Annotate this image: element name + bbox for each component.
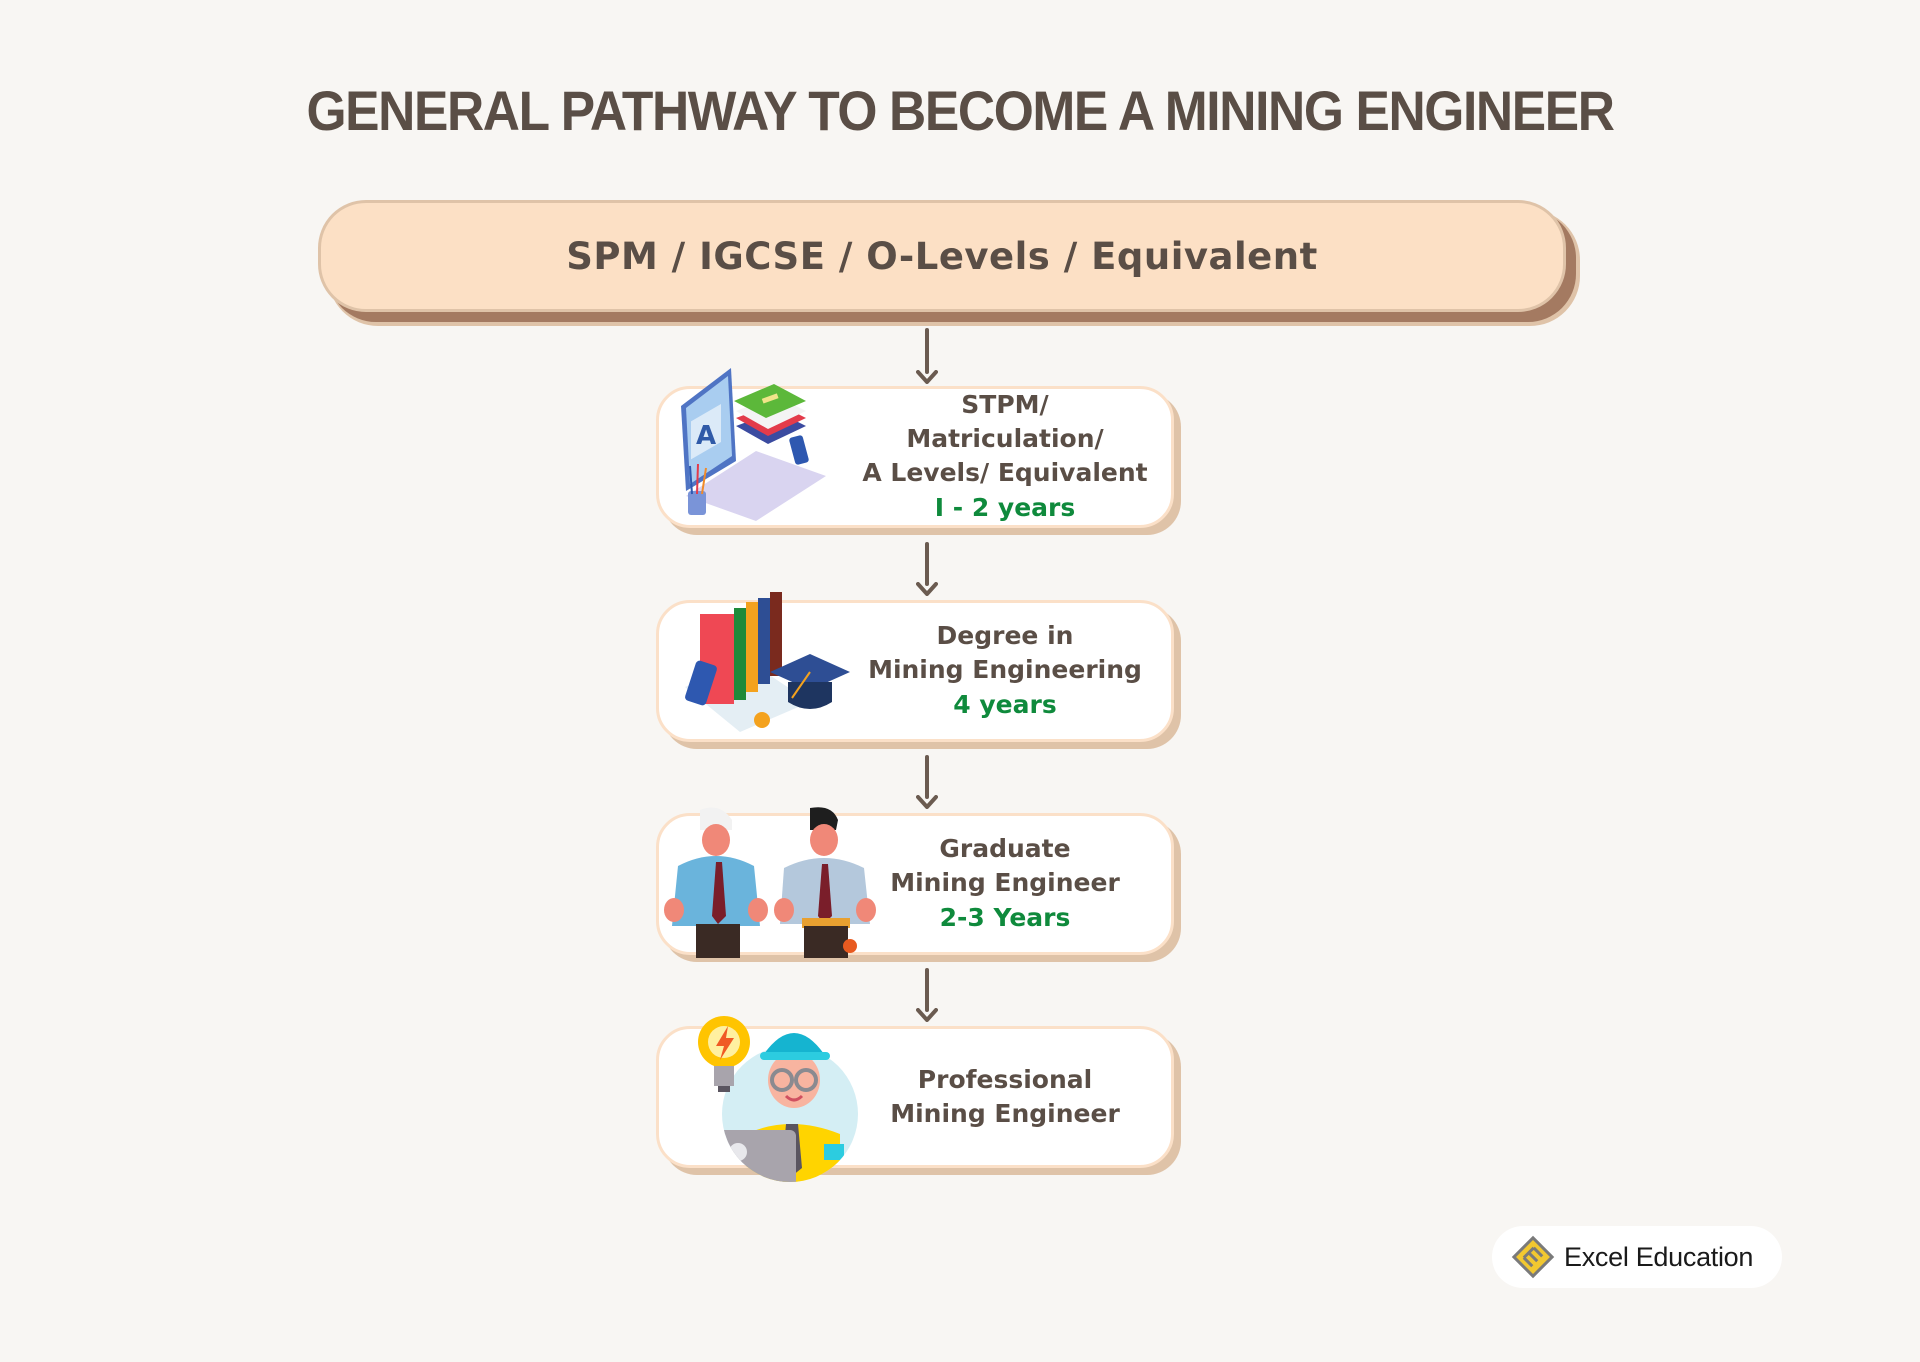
excel-education-logo[interactable]: Excel Education (1492, 1226, 1782, 1288)
flow-arrow-3 (916, 755, 938, 809)
arrow-down-icon (916, 1008, 938, 1022)
start-qualification-label: SPM / IGCSE / O-Levels / Equivalent (566, 234, 1318, 278)
step-duration: 4 years (953, 690, 1057, 719)
engineer-helmet-laptop-icon (698, 1016, 858, 1182)
flow-arrow-2 (916, 542, 938, 596)
computer-books-icon: A (681, 368, 826, 521)
step-title-line1: Degree in (936, 621, 1074, 650)
two-engineers-icon (664, 807, 876, 958)
svg-text:A: A (696, 421, 716, 451)
page-title: GENERAL PATHWAY TO BECOME A MINING ENGIN… (306, 79, 1614, 142)
start-qualification-box: SPM / IGCSE / O-Levels / Equivalent (318, 200, 1566, 312)
step-title-line2: Mining Engineer (890, 868, 1120, 897)
arrow-down-icon (916, 370, 938, 384)
arrow-down-icon (916, 795, 938, 809)
step-title-line2: A Levels/ Equivalent (862, 458, 1148, 487)
step-duration: I - 2 years (934, 493, 1076, 522)
step-title-line1: STPM/ Matriculation/ (906, 390, 1104, 453)
flow-arrow-4 (916, 968, 938, 1022)
step-title-line2: Mining Engineering (868, 655, 1142, 684)
step-duration: 2-3 Years (939, 903, 1071, 932)
step-title-line1: Graduate (939, 834, 1071, 863)
excel-education-logo-icon (1511, 1235, 1555, 1279)
step-title-line1: Professional (917, 1065, 1093, 1094)
flow-arrow-1 (916, 328, 938, 384)
logo-text: Excel Education (1564, 1241, 1754, 1272)
arrow-down-icon (916, 582, 938, 596)
books-graduation-cap-icon (685, 592, 850, 732)
step-title-line2: Mining Engineer (890, 1099, 1120, 1128)
